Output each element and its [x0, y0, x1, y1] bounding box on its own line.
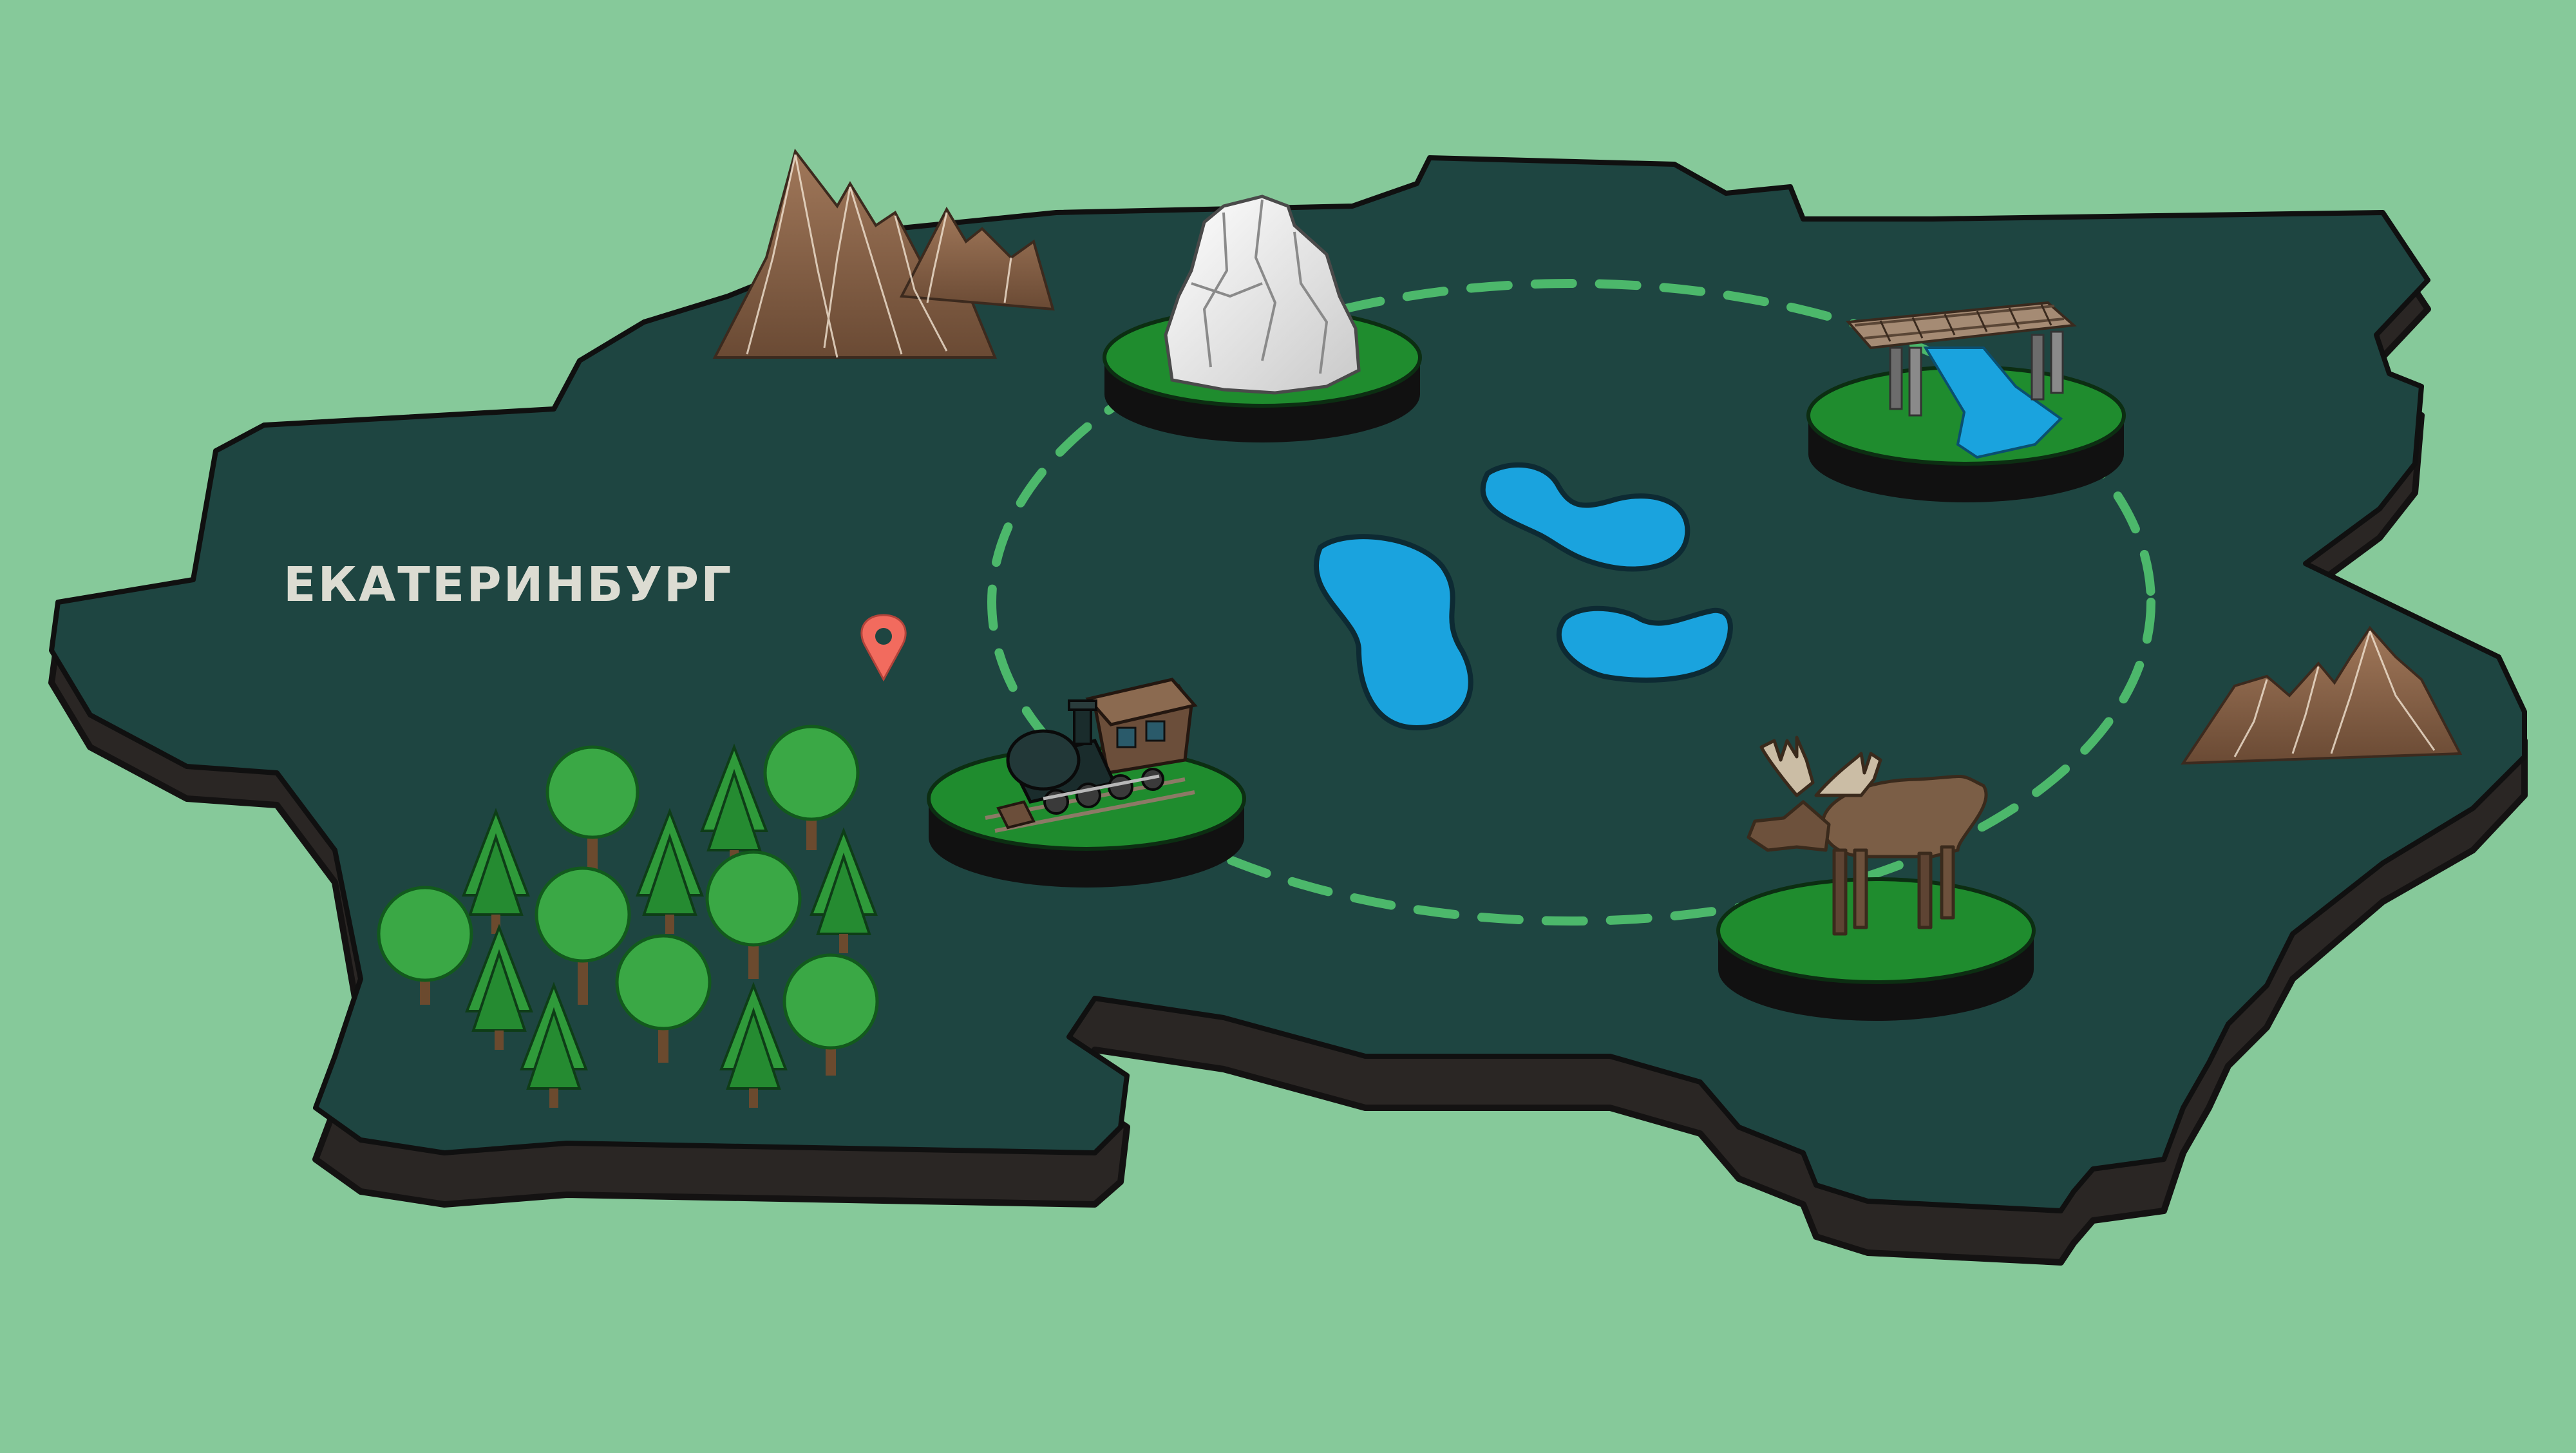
city-label: ЕКАТЕРИНБУРГ: [283, 557, 734, 613]
oak-tree: [377, 886, 473, 1005]
oak-tree: [545, 745, 639, 869]
oak-tree: [705, 850, 802, 979]
moose-icon: [1747, 736, 1988, 936]
pine-tree: [465, 924, 533, 1050]
oak-tree: [763, 725, 860, 850]
lake-1: [1313, 534, 1473, 731]
mountain-peak-small: [899, 206, 1055, 311]
white-rock-icon: [1164, 195, 1361, 395]
bridge-icon: [1845, 301, 2077, 417]
oak-tree: [782, 953, 879, 1076]
landmark-steam-locomotive: [927, 678, 1246, 888]
steam-locomotive-icon: [996, 678, 1198, 830]
pine-tree: [810, 827, 878, 953]
lake-3: [1556, 605, 1733, 683]
pine-tree: [520, 982, 588, 1108]
location-pin-icon: [860, 614, 907, 682]
mountains-east: [2181, 625, 2463, 765]
landmark-white-rock: [1103, 195, 1422, 442]
pine-tree: [719, 982, 788, 1108]
pine-tree: [636, 808, 704, 934]
mountains-north: [712, 148, 1055, 359]
oak-tree: [535, 866, 631, 1005]
river-icon: [1923, 347, 2063, 459]
mountain-east: [2181, 625, 2463, 765]
dashed-route: [987, 279, 2155, 926]
lake-2: [1480, 462, 1690, 572]
landmark-railway-bridge: [1806, 301, 2126, 502]
forest: [377, 725, 879, 1108]
pine-tree: [462, 808, 530, 934]
landmark-moose: [1716, 736, 2036, 1021]
lakes: [1313, 462, 1733, 731]
oak-tree: [615, 934, 712, 1063]
